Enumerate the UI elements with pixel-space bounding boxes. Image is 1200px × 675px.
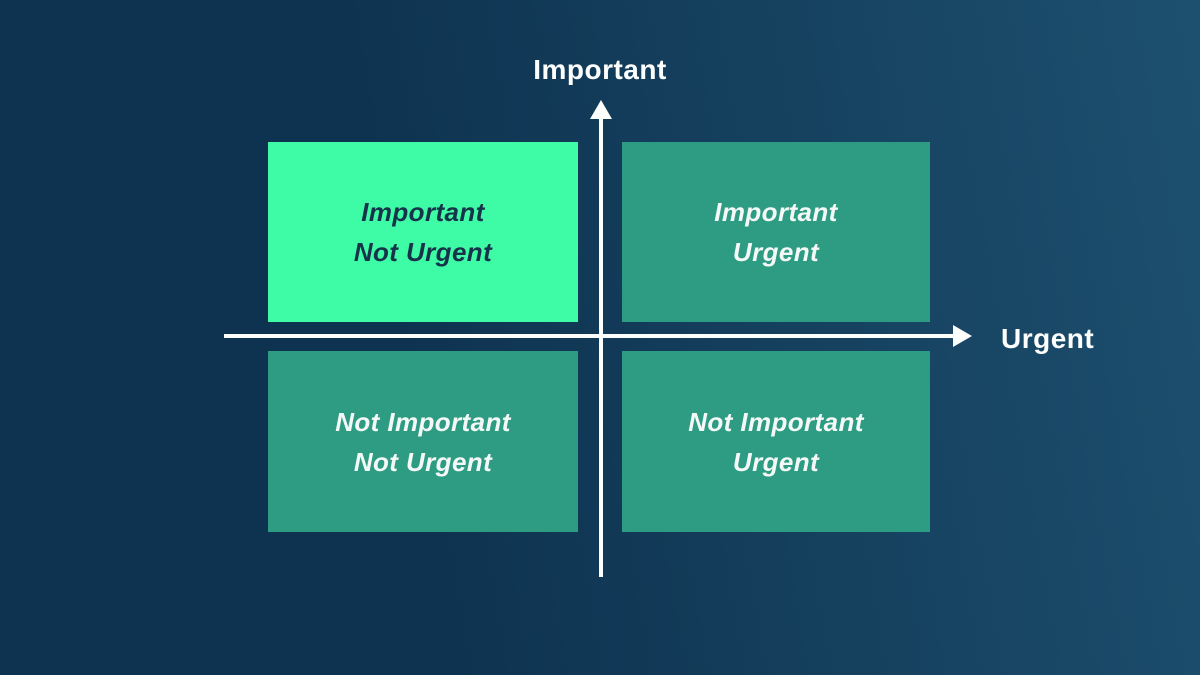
quadrant-not-important-urgent: Not Important Urgent — [622, 351, 930, 532]
quadrant-label-line: Urgent — [732, 446, 820, 477]
arrow-up-icon — [590, 100, 612, 119]
quadrant-label-line: Not Urgent — [353, 446, 493, 477]
quadrant-important-not-urgent: Important Not Urgent — [268, 142, 578, 322]
arrow-right-icon — [953, 325, 972, 347]
quadrant-label-line: Important — [714, 197, 838, 227]
quadrant-label-line: Not Important — [688, 406, 864, 437]
y-axis-line — [599, 116, 603, 577]
x-axis-label: Urgent — [1001, 323, 1095, 354]
quadrant-not-important-not-urgent: Not Important Not Urgent — [268, 351, 578, 532]
x-axis-line — [224, 334, 955, 338]
quadrant-label-line: Urgent — [732, 237, 820, 267]
quadrant-label-line: Not Urgent — [353, 237, 493, 267]
quadrant-important-urgent: Important Urgent — [622, 142, 930, 322]
y-axis-label: Important — [533, 54, 667, 85]
quadrant-label-line: Not Important — [335, 406, 511, 437]
quadrant-label-line: Important — [361, 197, 485, 227]
